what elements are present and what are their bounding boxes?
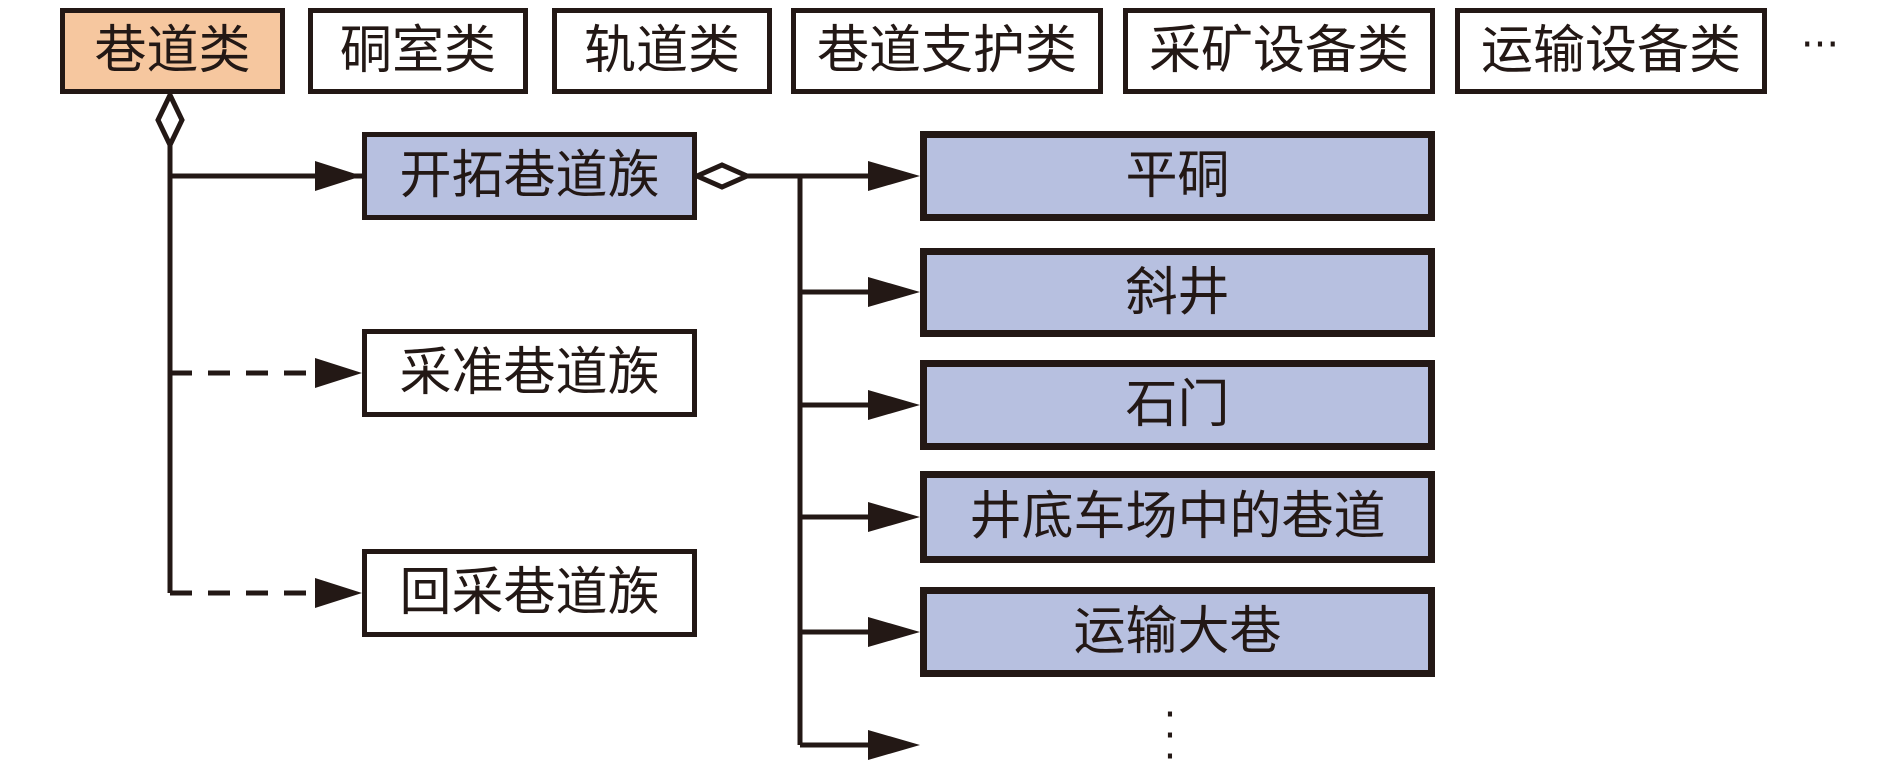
category-chamber[interactable]: 硐室类 bbox=[308, 8, 528, 94]
arrowhead-member-1 bbox=[868, 161, 920, 191]
category-transport-equipment-label: 运输设备类 bbox=[1480, 21, 1741, 81]
arrowhead-member-5 bbox=[868, 617, 920, 647]
member-inclined-shaft[interactable]: 斜井 bbox=[920, 248, 1435, 337]
member-adit[interactable]: 平硐 bbox=[920, 131, 1435, 221]
more-members-ellipsis: · · · bbox=[1145, 692, 1195, 780]
composition-diamond-category bbox=[155, 89, 185, 151]
family-development-label: 开拓巷道族 bbox=[399, 146, 660, 206]
member-crosscut[interactable]: 石门 bbox=[920, 360, 1435, 450]
ellipsis-dot: · bbox=[1163, 713, 1177, 759]
arrowhead-member-2 bbox=[868, 277, 920, 307]
family-development[interactable]: 开拓巷道族 bbox=[362, 132, 697, 220]
member-adit-label: 平硐 bbox=[1125, 146, 1230, 206]
member-shaft-bottom-roadway[interactable]: 井底车场中的巷道 bbox=[920, 471, 1435, 563]
arrowhead-stoping-family bbox=[315, 578, 362, 608]
member-shaft-bottom-roadway-label: 井底车场中的巷道 bbox=[969, 487, 1386, 547]
ellipsis-dot: · bbox=[1163, 692, 1177, 738]
family-stoping-label: 回采巷道族 bbox=[399, 563, 660, 623]
category-transport-equipment[interactable]: 运输设备类 bbox=[1455, 8, 1767, 94]
member-inclined-shaft-label: 斜井 bbox=[1125, 262, 1230, 323]
category-mining-equipment[interactable]: 采矿设备类 bbox=[1123, 8, 1435, 94]
category-chamber-label: 硐室类 bbox=[339, 21, 496, 81]
arrowhead-member-3 bbox=[868, 390, 920, 420]
arrowhead-more-members bbox=[868, 730, 920, 760]
category-track[interactable]: 轨道类 bbox=[552, 8, 772, 94]
member-main-haulage-roadway[interactable]: 运输大巷 bbox=[920, 587, 1435, 677]
arrowhead-development-family bbox=[315, 161, 362, 191]
composition-diamond-development bbox=[690, 162, 754, 190]
category-mining-equipment-label: 采矿设备类 bbox=[1148, 21, 1409, 81]
member-crosscut-label: 石门 bbox=[1125, 375, 1230, 435]
category-roadway-support[interactable]: 巷道支护类 bbox=[791, 8, 1103, 94]
family-stoping[interactable]: 回采巷道族 bbox=[362, 549, 697, 637]
category-roadway[interactable]: 巷道类 bbox=[60, 8, 285, 94]
ellipsis-dot: · bbox=[1163, 734, 1177, 780]
category-roadway-support-label: 巷道支护类 bbox=[816, 21, 1077, 81]
category-roadway-label: 巷道类 bbox=[94, 21, 251, 81]
family-preparation-label: 采准巷道族 bbox=[399, 343, 660, 403]
arrowhead-preparation-family bbox=[315, 358, 362, 388]
member-main-haulage-roadway-label: 运输大巷 bbox=[1073, 602, 1282, 662]
more-categories-ellipsis: ··· bbox=[1800, 22, 1840, 68]
family-preparation[interactable]: 采准巷道族 bbox=[362, 329, 697, 417]
arrowhead-member-4 bbox=[868, 502, 920, 532]
category-track-label: 轨道类 bbox=[583, 21, 740, 81]
